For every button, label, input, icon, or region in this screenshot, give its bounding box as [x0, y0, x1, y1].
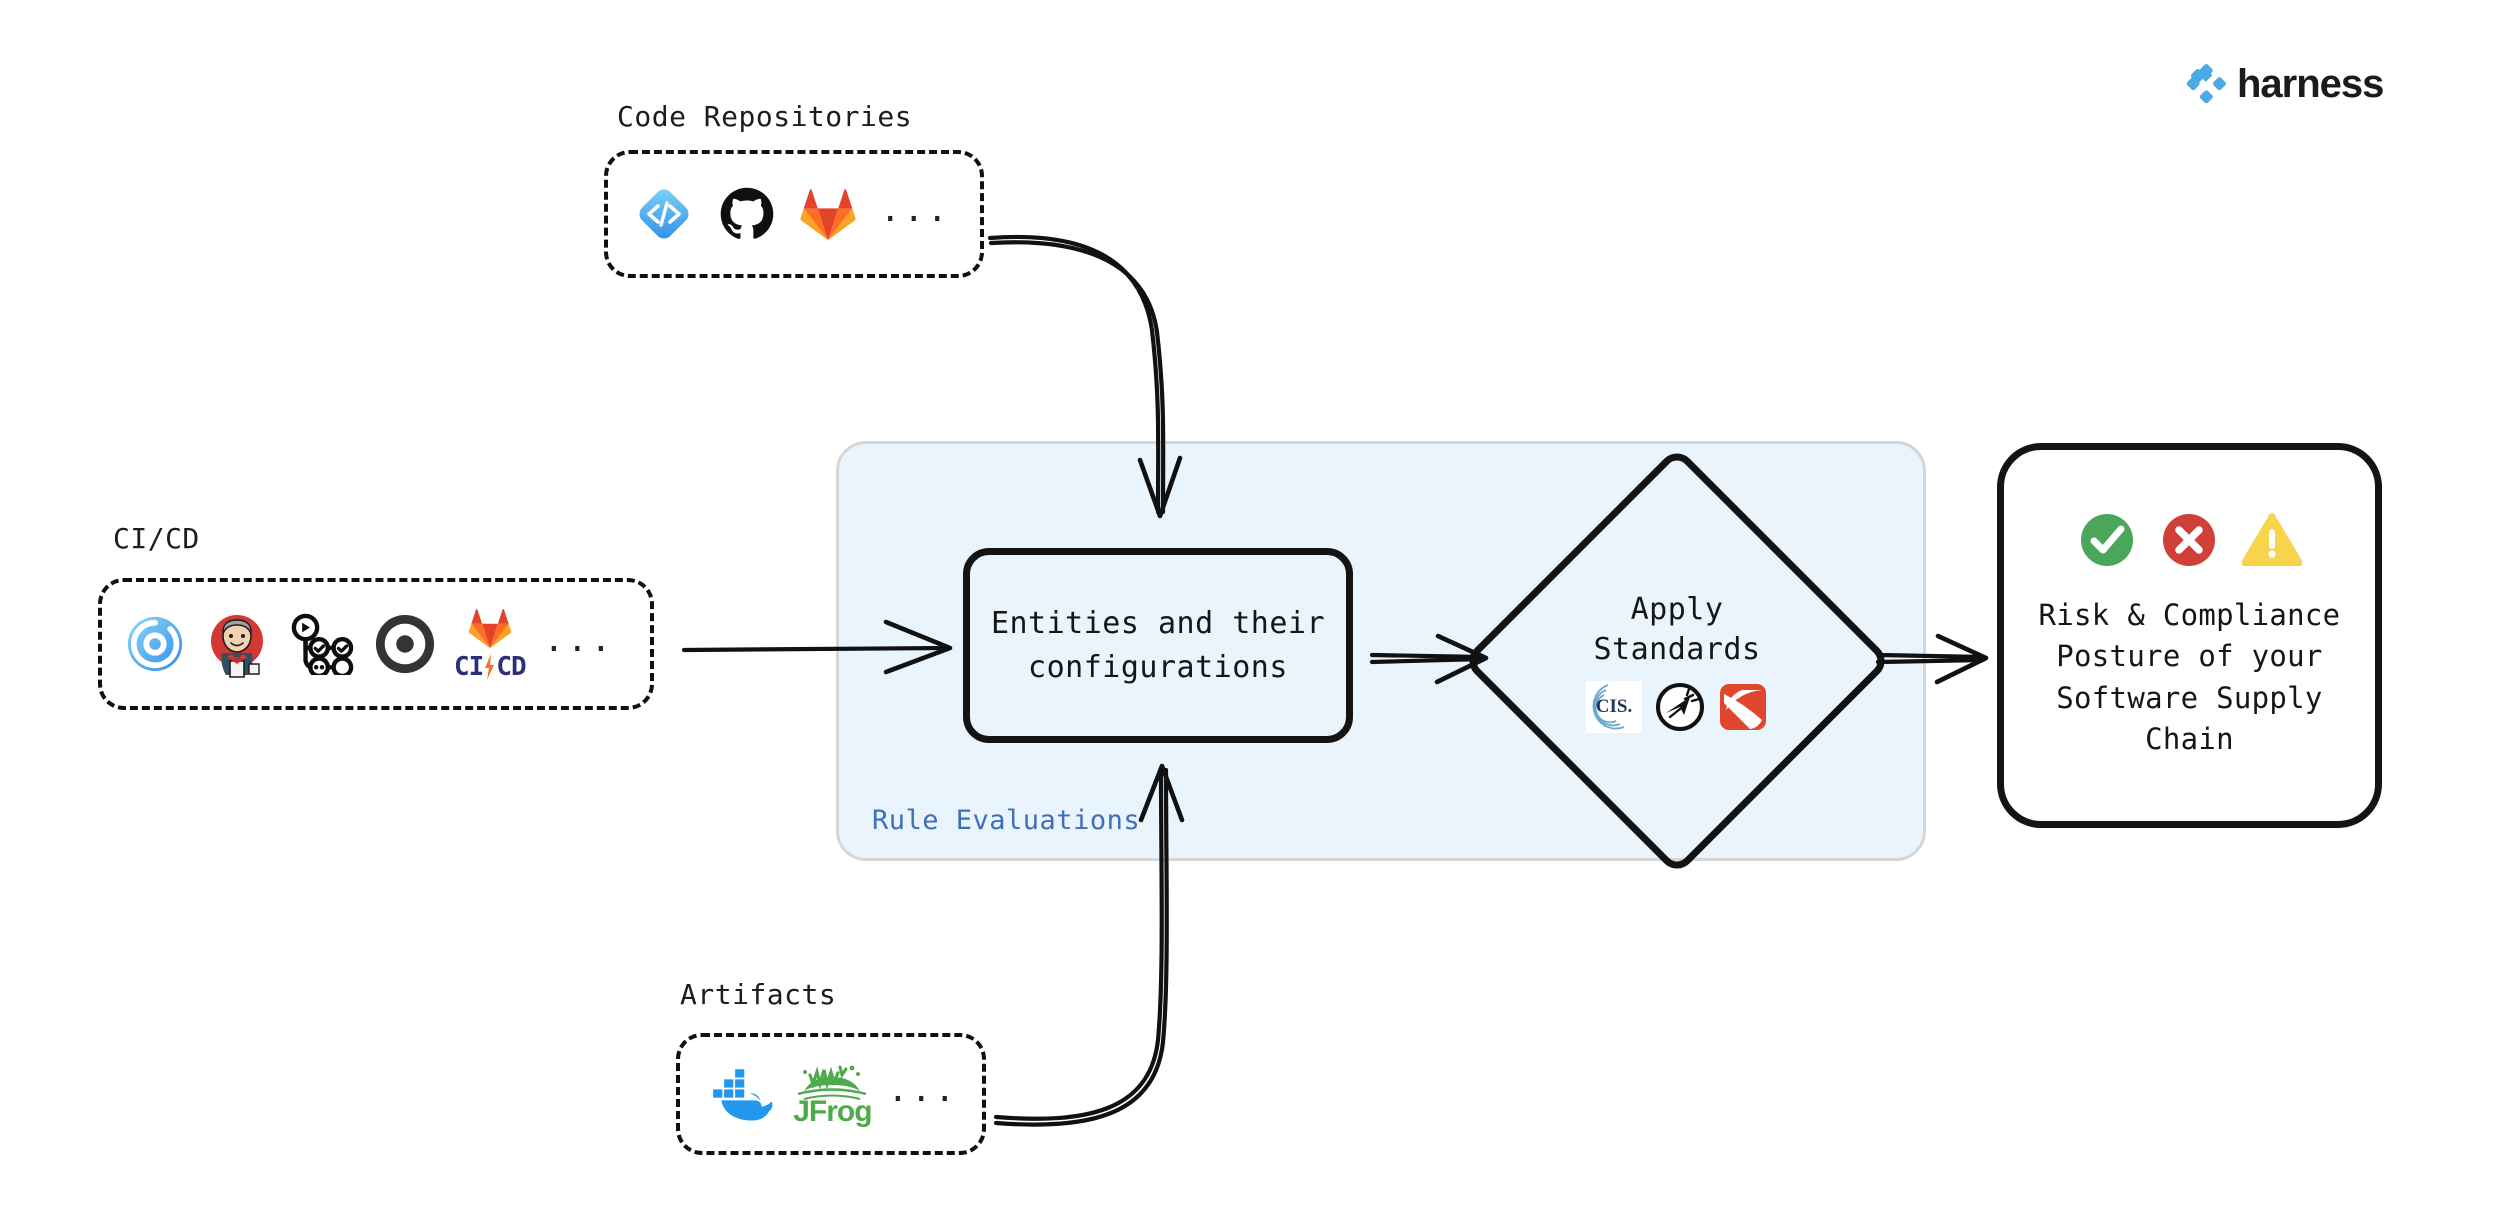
slsa-icon[interactable]	[1654, 681, 1706, 733]
gitlab-icon[interactable]	[798, 186, 858, 242]
code-repositories-group[interactable]: ...	[604, 150, 984, 278]
harness-wordmark: harness	[2237, 62, 2384, 106]
jfrog-wordmark: JFrog	[793, 1095, 872, 1128]
jfrog-icon[interactable]: JFrog	[793, 1061, 873, 1128]
artifacts-ellipsis: ...	[887, 1070, 958, 1110]
warning-triangle-icon	[2241, 512, 2302, 566]
outcome-label: Risk & Compliance Posture of your Softwa…	[2038, 597, 2341, 756]
ci-cd-ellipsis: ...	[543, 620, 615, 660]
owasp-icon[interactable]	[1718, 682, 1768, 732]
gitlab-cicd-icon[interactable]: CI CD	[454, 606, 527, 682]
artifacts-group[interactable]: JFrog ...	[676, 1033, 986, 1155]
ci-cd-group[interactable]: CI CD ...	[98, 578, 654, 710]
ci-cd-label: CI/CD	[113, 522, 200, 555]
code-repositories-ellipsis: ...	[880, 190, 951, 230]
artifacts-label: Artifacts	[680, 978, 837, 1011]
jenkins-icon[interactable]	[204, 608, 270, 680]
cis-arcs-icon	[1592, 683, 1625, 729]
docker-icon[interactable]	[704, 1063, 777, 1125]
jfrog-splash-icon	[798, 1065, 867, 1100]
error-cross-icon	[2162, 513, 2215, 566]
circleci-icon[interactable]	[374, 613, 436, 675]
gitlab-cicd-ci-text: CI	[454, 652, 484, 682]
cis-icon[interactable]: CIS.	[1586, 680, 1642, 733]
cis-wordmark: CIS.	[1595, 695, 1633, 717]
risk-compliance-posture-node[interactable]: Risk & Compliance Posture of your Softwa…	[1997, 443, 2382, 828]
code-repositories-label: Code Repositories	[617, 100, 913, 133]
success-check-icon	[2080, 513, 2133, 566]
github-actions-icon[interactable]	[288, 613, 356, 675]
entities-label: Entities and their configurations	[990, 606, 1326, 685]
gitlab-cicd-cd-text: CD	[496, 652, 526, 682]
harness-logo: harness	[2185, 62, 2384, 106]
github-icon[interactable]	[718, 185, 776, 243]
harness-diamond-icon	[2186, 64, 2226, 104]
rule-evaluations-caption: Rule Evaluations	[872, 805, 1141, 836]
entities-and-configurations-node[interactable]: Entities and their configurations	[963, 548, 1353, 743]
gitlab-cicd-fox-icon	[468, 609, 512, 649]
harness-ci-icon[interactable]	[124, 613, 186, 675]
harness-code-icon[interactable]	[632, 182, 696, 246]
lightning-bolt-icon	[485, 654, 495, 680]
apply-standards-label: Apply Standards	[1593, 591, 1761, 668]
apply-standards-node[interactable]: Apply Standards CIS.	[1462, 446, 1892, 876]
